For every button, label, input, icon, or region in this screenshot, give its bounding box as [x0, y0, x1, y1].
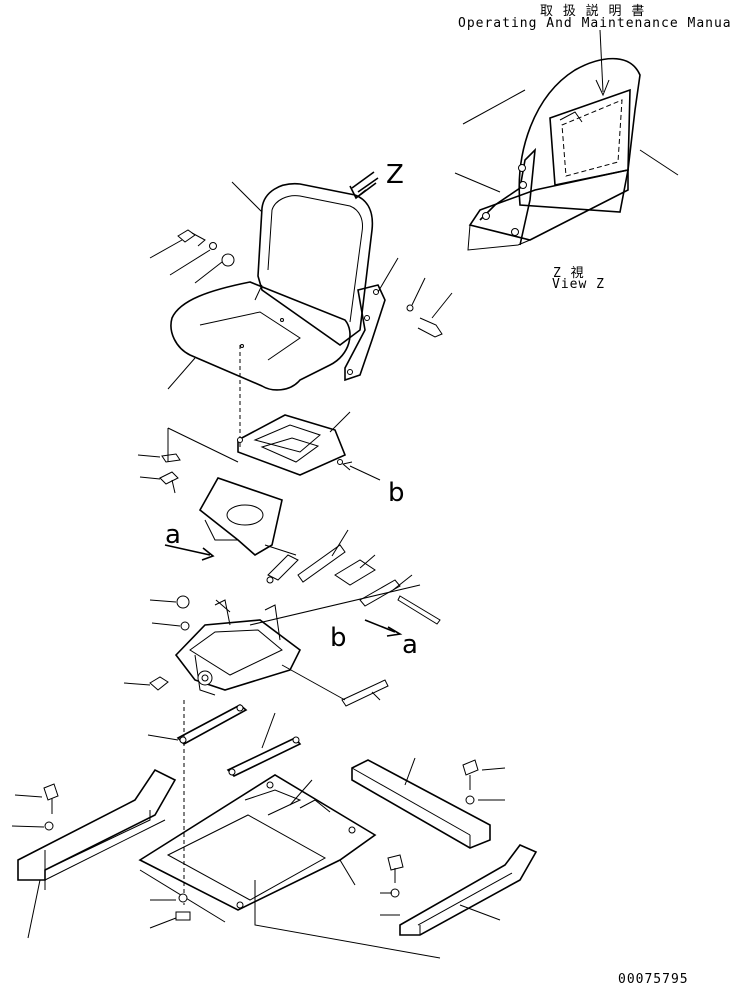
base-plate [138, 774, 441, 959]
bottom-hardware [149, 893, 191, 929]
right-upper-rail [351, 757, 506, 849]
z-arrow-letter: Z [386, 160, 404, 190]
jp-manual-title: 取 扱 説 明 書 [540, 4, 646, 19]
marker-b-mid: b [330, 623, 347, 653]
upper-bracket [137, 411, 381, 494]
base-mechanism [123, 584, 421, 905]
suspension-unit [164, 477, 441, 637]
view-z-arrow [349, 171, 379, 200]
manual-title: Operating And Maintenance Manual [458, 16, 731, 31]
marker-a-left: a [165, 520, 181, 550]
seat-assembly [149, 181, 453, 448]
view-z-label: View Z [552, 277, 605, 292]
slide-rails [147, 704, 302, 777]
marker-a-right: a [402, 630, 418, 660]
view-z-inset [454, 29, 679, 251]
drawing-number: 00075795 [618, 972, 689, 987]
left-rail [11, 768, 177, 939]
right-lower-rail [380, 844, 538, 936]
view-z-jp-label: Z 視 [553, 266, 585, 281]
marker-b-top: b [388, 478, 405, 508]
